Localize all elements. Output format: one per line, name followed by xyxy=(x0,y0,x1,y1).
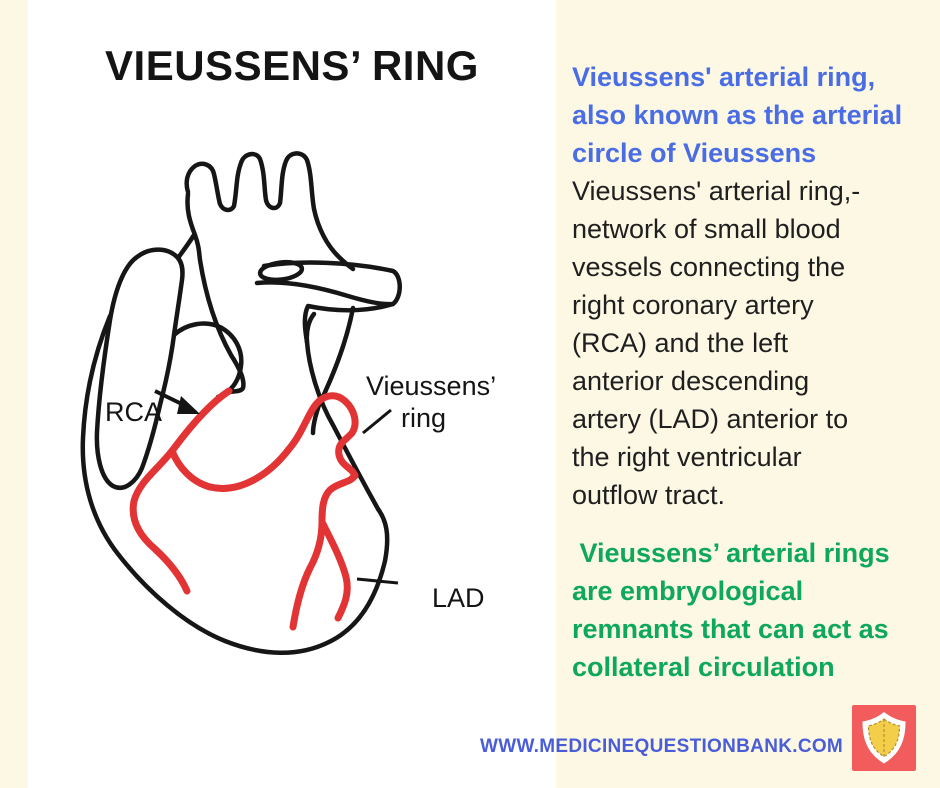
info-body-line: the right ventricular xyxy=(572,442,802,472)
website-url: WWW.MEDICINEQUESTIONBANK.COM xyxy=(480,736,844,757)
aortic-arch-outline xyxy=(184,151,356,272)
info-heading-line: also known as the arterial xyxy=(572,100,903,130)
rca-label: RCA xyxy=(105,397,162,427)
info-note-line: remnants that can act as xyxy=(572,614,889,644)
info-heading-line: circle of Vieussens xyxy=(572,138,817,168)
info-body-line: (RCA) and the left xyxy=(572,328,789,358)
info-body: Vieussens' arterial ring,- network of sm… xyxy=(572,172,936,514)
rvot-edge xyxy=(310,305,356,436)
atrium-dome-line xyxy=(175,232,197,261)
pulmonary-vessel-crease xyxy=(254,280,396,307)
info-heading-line: Vieussens' arterial ring, xyxy=(572,62,876,92)
lad-branch-artery xyxy=(318,518,351,622)
brand-logo xyxy=(852,705,916,771)
info-body-line: Vieussens' arterial ring,- xyxy=(572,176,861,206)
info-body-line: right coronary artery xyxy=(572,290,814,320)
pulmonary-trunk-opening xyxy=(257,259,305,283)
info-note-line: collateral circulation xyxy=(572,652,835,682)
heart-body-outline xyxy=(80,311,390,655)
info-note-line: are embryological xyxy=(572,576,804,606)
auricle-flap-outline xyxy=(171,321,244,400)
left-panel xyxy=(28,0,556,788)
info-note: Vieussens’ arterial rings are embryologi… xyxy=(572,534,936,686)
page-title: VIEUSSENS’ RING xyxy=(105,42,479,89)
vieussens-ring-artery xyxy=(168,392,359,492)
info-body-line: vessels connecting the xyxy=(572,252,846,282)
info-heading: Vieussens' arterial ring, also known as … xyxy=(572,58,936,172)
vieussens-ring-label-line2: ring xyxy=(401,403,446,433)
info-body-line: artery (LAD) anterior to xyxy=(572,404,849,434)
aorta-left-edge xyxy=(185,191,246,395)
atrial-appendage-outline xyxy=(94,247,185,490)
lad-label: LAD xyxy=(432,583,485,613)
lad-pointer-line xyxy=(356,577,399,585)
rca-arrowhead-icon xyxy=(177,396,200,414)
shield-icon xyxy=(862,712,906,764)
info-body-line: network of small blood xyxy=(572,214,841,244)
info-body-line: outflow tract. xyxy=(572,480,726,510)
vieussens-ring-pointer-line xyxy=(362,408,392,435)
vieussens-ring-label-line1: Vieussens’ xyxy=(366,371,496,401)
heart-diagram: RCA Vieussens’ ring LAD xyxy=(80,151,496,655)
info-body-line: anterior descending xyxy=(572,366,810,396)
rca-artery xyxy=(129,387,233,595)
info-note-line: Vieussens’ arterial rings xyxy=(572,538,890,568)
